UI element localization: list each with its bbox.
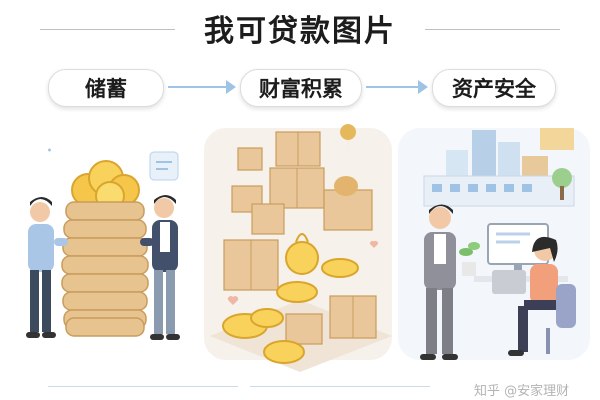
wealth-illustration: [210, 124, 392, 372]
office-chair: [556, 284, 576, 328]
person-woman-seated: [492, 236, 576, 356]
step-savings: 储蓄: [48, 69, 164, 107]
title-rule-left: [40, 29, 175, 30]
page-title: 我可贷款图片: [204, 14, 396, 49]
flow-arrow-1: [168, 86, 228, 88]
bottom-flow-line-2: [250, 386, 430, 387]
location-pin-icon: [340, 124, 357, 154]
bamboo-steamer-stack-icon: [61, 201, 149, 337]
person-man-navy-jacket: [140, 195, 180, 340]
lemon-slices-icon: [222, 241, 359, 364]
bottom-flow-line-1: [48, 386, 238, 387]
computer-monitor-icon: [487, 223, 549, 274]
tree-icon: [552, 168, 572, 188]
city-buildings-icon: [423, 128, 575, 207]
step-wealth-accumulation: 财富积累: [240, 69, 362, 107]
savings-illustration: [26, 148, 180, 340]
sparkle-icon: [48, 148, 51, 152]
security-illustration: [420, 128, 576, 360]
flow-arrow-head-1: [226, 80, 236, 94]
laptop-icon: [492, 270, 526, 294]
step-asset-security: 资产安全: [432, 69, 556, 107]
person-man-blue-sweater: [26, 197, 68, 338]
potted-plant-icon: [459, 242, 480, 276]
heart-icon: [227, 296, 239, 305]
person-man-gray-suit: [420, 204, 458, 360]
heart-icon-small: [369, 240, 379, 248]
flow-arrow-2: [366, 86, 420, 88]
money-bag-icon: [334, 176, 358, 196]
title-rule-right: [425, 29, 560, 30]
chat-bubble-icon: [149, 151, 179, 181]
flow-arrow-head-2: [418, 80, 428, 94]
watermark: 知乎 @安家理财: [474, 384, 570, 399]
